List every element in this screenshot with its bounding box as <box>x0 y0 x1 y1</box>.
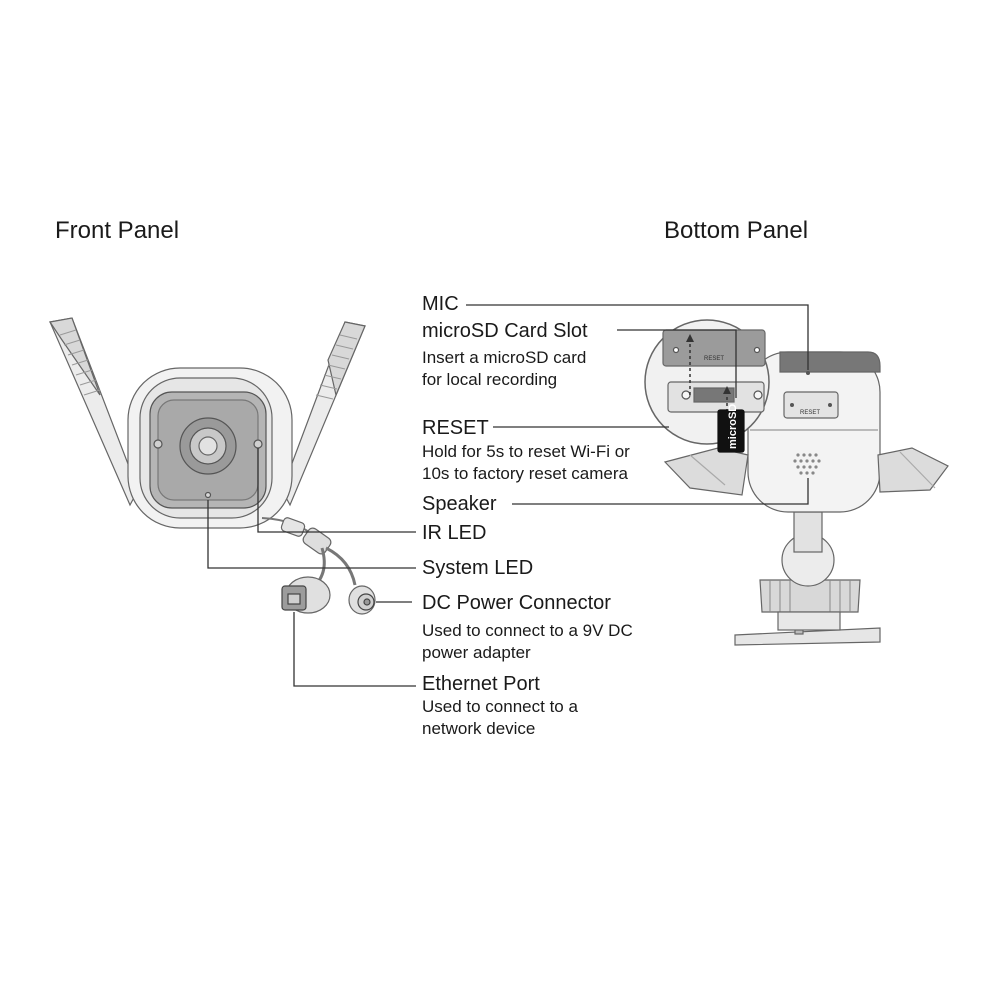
microsd-desc-line: for local recording <box>422 370 558 389</box>
reset-description: Hold for 5s to reset Wi-Fi or 10s to fac… <box>422 441 630 485</box>
dc-power-desc-line: Used to connect to a 9V DC <box>422 621 633 640</box>
leader-mic <box>466 304 809 370</box>
microsd-description: Insert a microSD card for local recordin… <box>422 347 586 391</box>
label-speaker: Speaker <box>422 493 497 515</box>
speaker-grille <box>793 453 821 475</box>
label-microsd-slot: microSD Card Slot <box>422 320 588 342</box>
label-reset: RESET <box>422 417 489 439</box>
label-system-led: System LED <box>422 557 534 579</box>
ethernet-description: Used to connect to a network device <box>422 696 578 740</box>
leader-lines <box>207 304 809 687</box>
microsd-desc-line: Insert a microSD card <box>422 348 587 367</box>
label-mic: MIC <box>422 293 459 315</box>
bottom-panel-title: Bottom Panel <box>664 217 809 244</box>
ethernet-desc-line: Used to connect to a <box>422 697 578 716</box>
bottom-camera-illustration: RESET RESET microSD <box>644 319 949 646</box>
front-panel-title: Front Panel <box>55 217 180 244</box>
dc-power-desc-line: power adapter <box>422 643 531 662</box>
leader-system-led <box>207 500 416 569</box>
label-dc-power-connector: DC Power Connector <box>422 592 611 614</box>
dc-power-description: Used to connect to a 9V DC power adapter <box>422 620 633 664</box>
body-reset-mark: RESET <box>800 410 820 416</box>
reset-desc-line: 10s to factory reset camera <box>422 464 628 483</box>
leader-ir-led <box>257 448 416 533</box>
reset-desc-line: Hold for 5s to reset Wi-Fi or <box>422 442 630 461</box>
leader-microsd <box>617 329 737 398</box>
leader-ethernet <box>293 612 416 687</box>
label-ir-led: IR LED <box>422 522 487 544</box>
microsd-card-label: microSD <box>727 404 739 449</box>
leader-speaker <box>512 478 809 505</box>
ethernet-desc-line: network device <box>422 719 536 738</box>
label-ethernet-port: Ethernet Port <box>422 673 540 695</box>
front-camera-illustration <box>48 317 376 615</box>
callout-reset-mark: RESET <box>704 356 724 362</box>
